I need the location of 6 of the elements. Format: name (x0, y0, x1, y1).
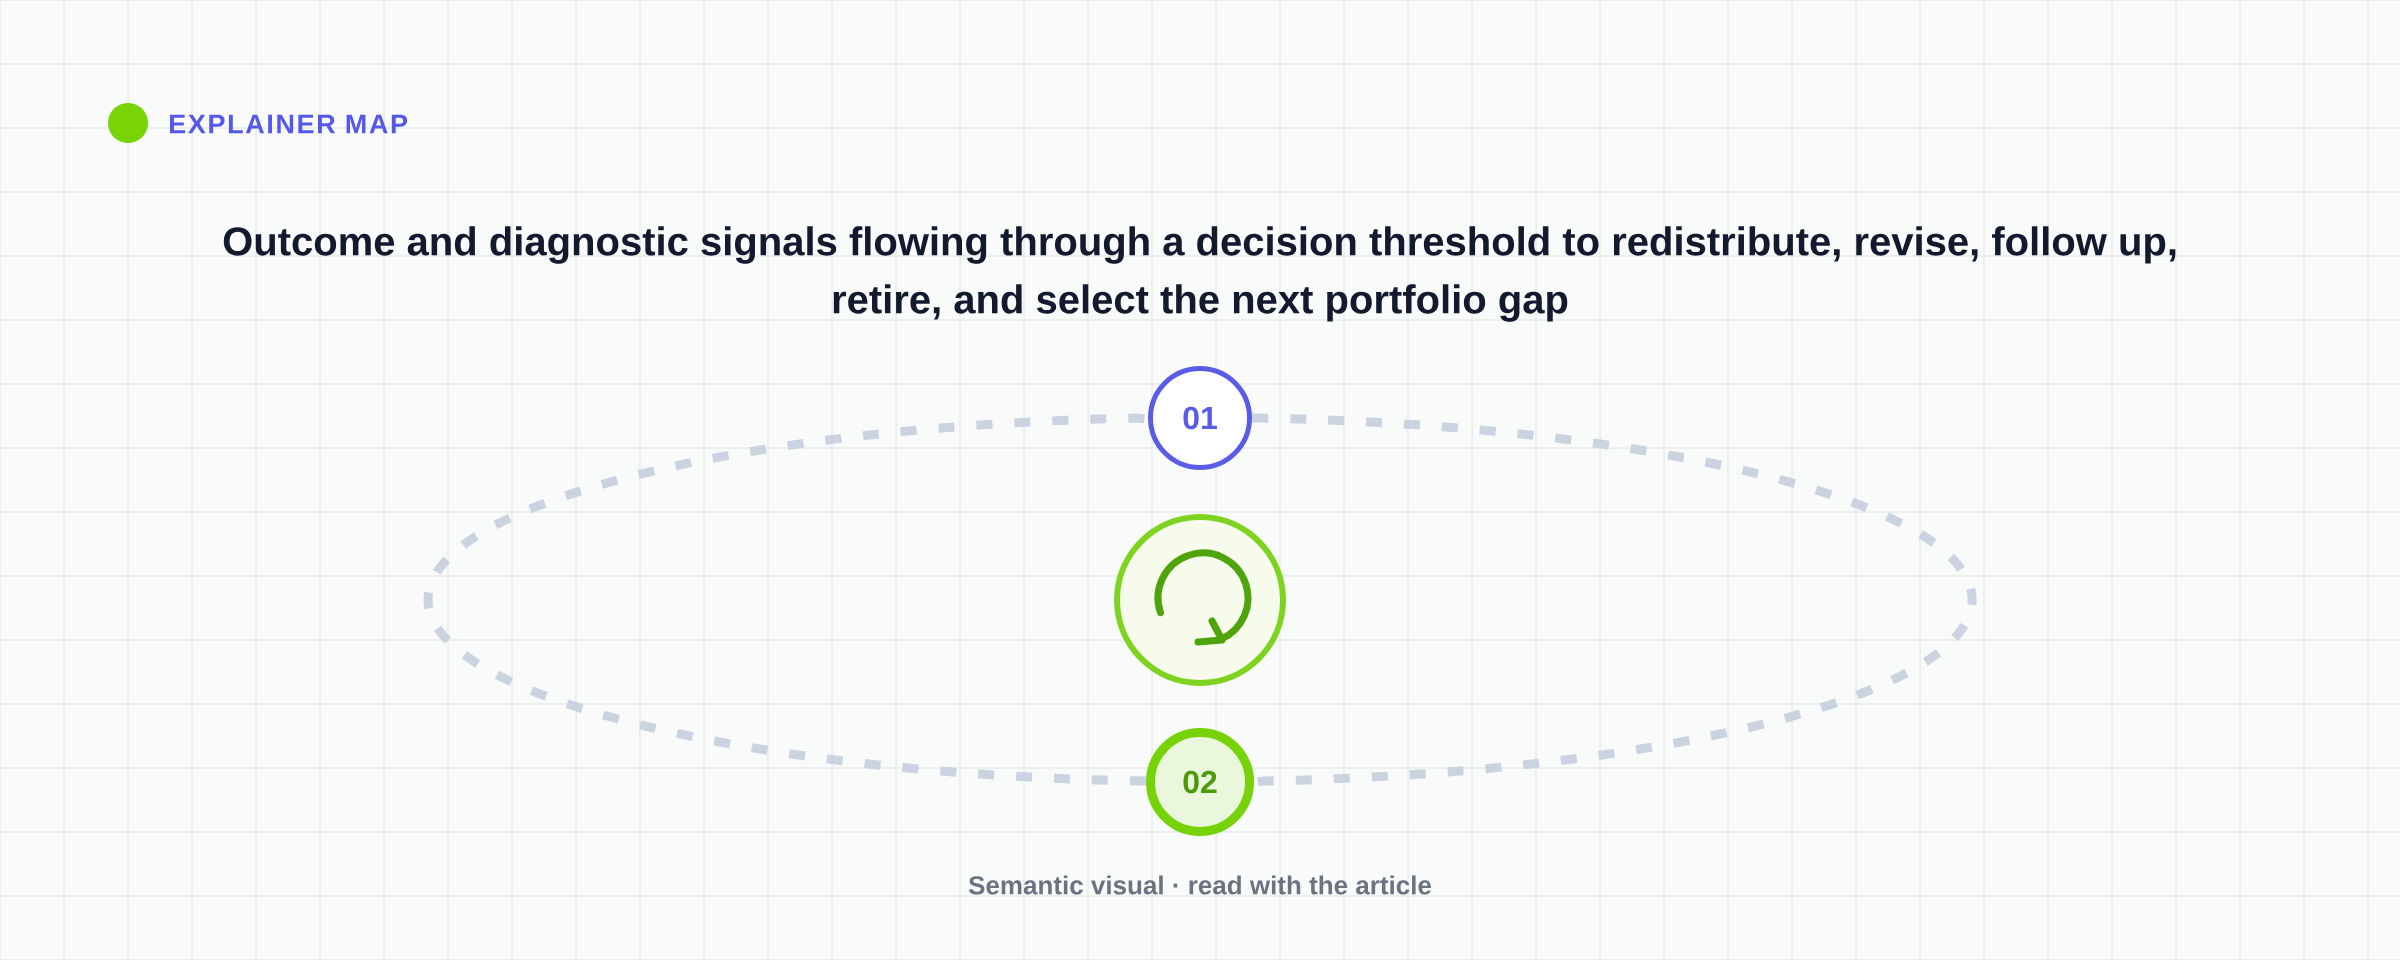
title: Outcome and diagnostic signals flowing through a decision threshold to redistribute, revise, follow up, retire, and select the next portfolio gap (223, 226, 2176, 322)
cycle-circle (1114, 514, 1286, 686)
dashed-loop-line (425, 413, 1149, 786)
header-label: EXPLAINER MAP (170, 114, 408, 134)
dashed-loop-line (1251, 413, 1975, 787)
caption: Semantic visual · read with the article (968, 875, 1431, 895)
